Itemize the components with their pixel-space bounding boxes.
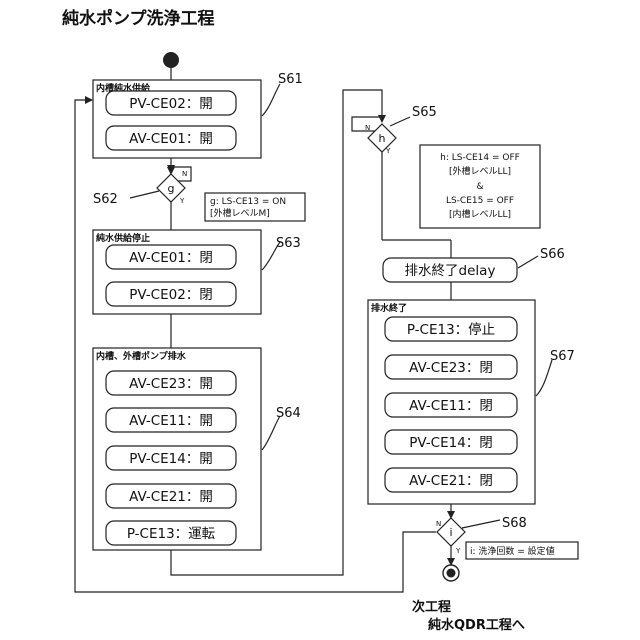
step-label-s65: S65 [412,105,437,120]
decision-letter: g [168,182,175,195]
action-label: PV-CE02：開 [129,96,213,112]
action-label: P-CE13：停止 [407,321,495,338]
group-label: 内槽、外槽ポンプ排水 [96,350,187,362]
note-text: [外槽レベルM] [210,207,270,219]
note-text: i: 洗浄回数 = 設定値 [470,545,555,557]
action-label: AV-CE01：開 [129,131,213,147]
note-text: [外槽レベルLL] [449,165,511,177]
leader-line [536,360,552,396]
leader-line [262,84,280,116]
action-label: PV-CE14：開 [129,451,213,467]
no-label: N [365,124,370,132]
step-label-s68: S68 [502,516,527,531]
leader-line [262,416,280,450]
start-node [163,52,179,68]
decision-letter: i [449,526,452,539]
step-label-s66: S66 [540,247,565,262]
action-label: PV-CE14：閉 [409,435,493,451]
page-title: 純水ポンプ洗浄工程 [62,8,215,29]
step-label-s63: S63 [276,236,301,251]
step-label-s67: S67 [550,349,575,364]
leader-line [130,191,159,198]
action-label: AV-CE23：開 [129,376,213,392]
yes-label: Y [385,147,391,155]
note-text: [内槽レベルLL] [449,208,511,220]
yes-label: Y [455,547,461,555]
no-label: N [436,520,441,528]
note-text: LS-CE15 = OFF [446,196,514,206]
leader-line [462,520,500,528]
action-label: PV-CE02：閉 [129,287,213,303]
note-text: & [476,182,483,192]
action-label: AV-CE11：開 [129,413,213,429]
note-text: h: LS-CE14 = OFF [440,153,520,163]
end-node-inner [447,569,456,578]
group-label: 排水終了 [371,302,407,314]
leader-line [518,256,538,268]
group-label: 純水供給停止 [96,232,150,244]
leader-line [390,117,410,126]
action-label: AV-CE23：閉 [409,360,493,376]
action-label: AV-CE01：閉 [129,250,213,266]
decision-letter: h [379,132,386,145]
action-label: AV-CE11：閉 [409,398,493,414]
action-label: AV-CE21：開 [129,489,213,505]
next-process-line2: 純水QDR工程へ [428,617,525,633]
action-label: AV-CE21：閉 [409,473,493,489]
delay-label: 排水終了delay [405,263,496,279]
note-text: g: LS-CE13 = ON [210,197,286,207]
step-label-s61: S61 [278,72,303,87]
no-label: N [182,170,187,178]
yes-label: Y [179,197,185,205]
next-process-line1: 次工程 [412,599,451,615]
action-label: P-CE13：運転 [127,526,216,542]
step-label-s62: S62 [93,192,118,207]
step-label-s64: S64 [276,406,301,421]
